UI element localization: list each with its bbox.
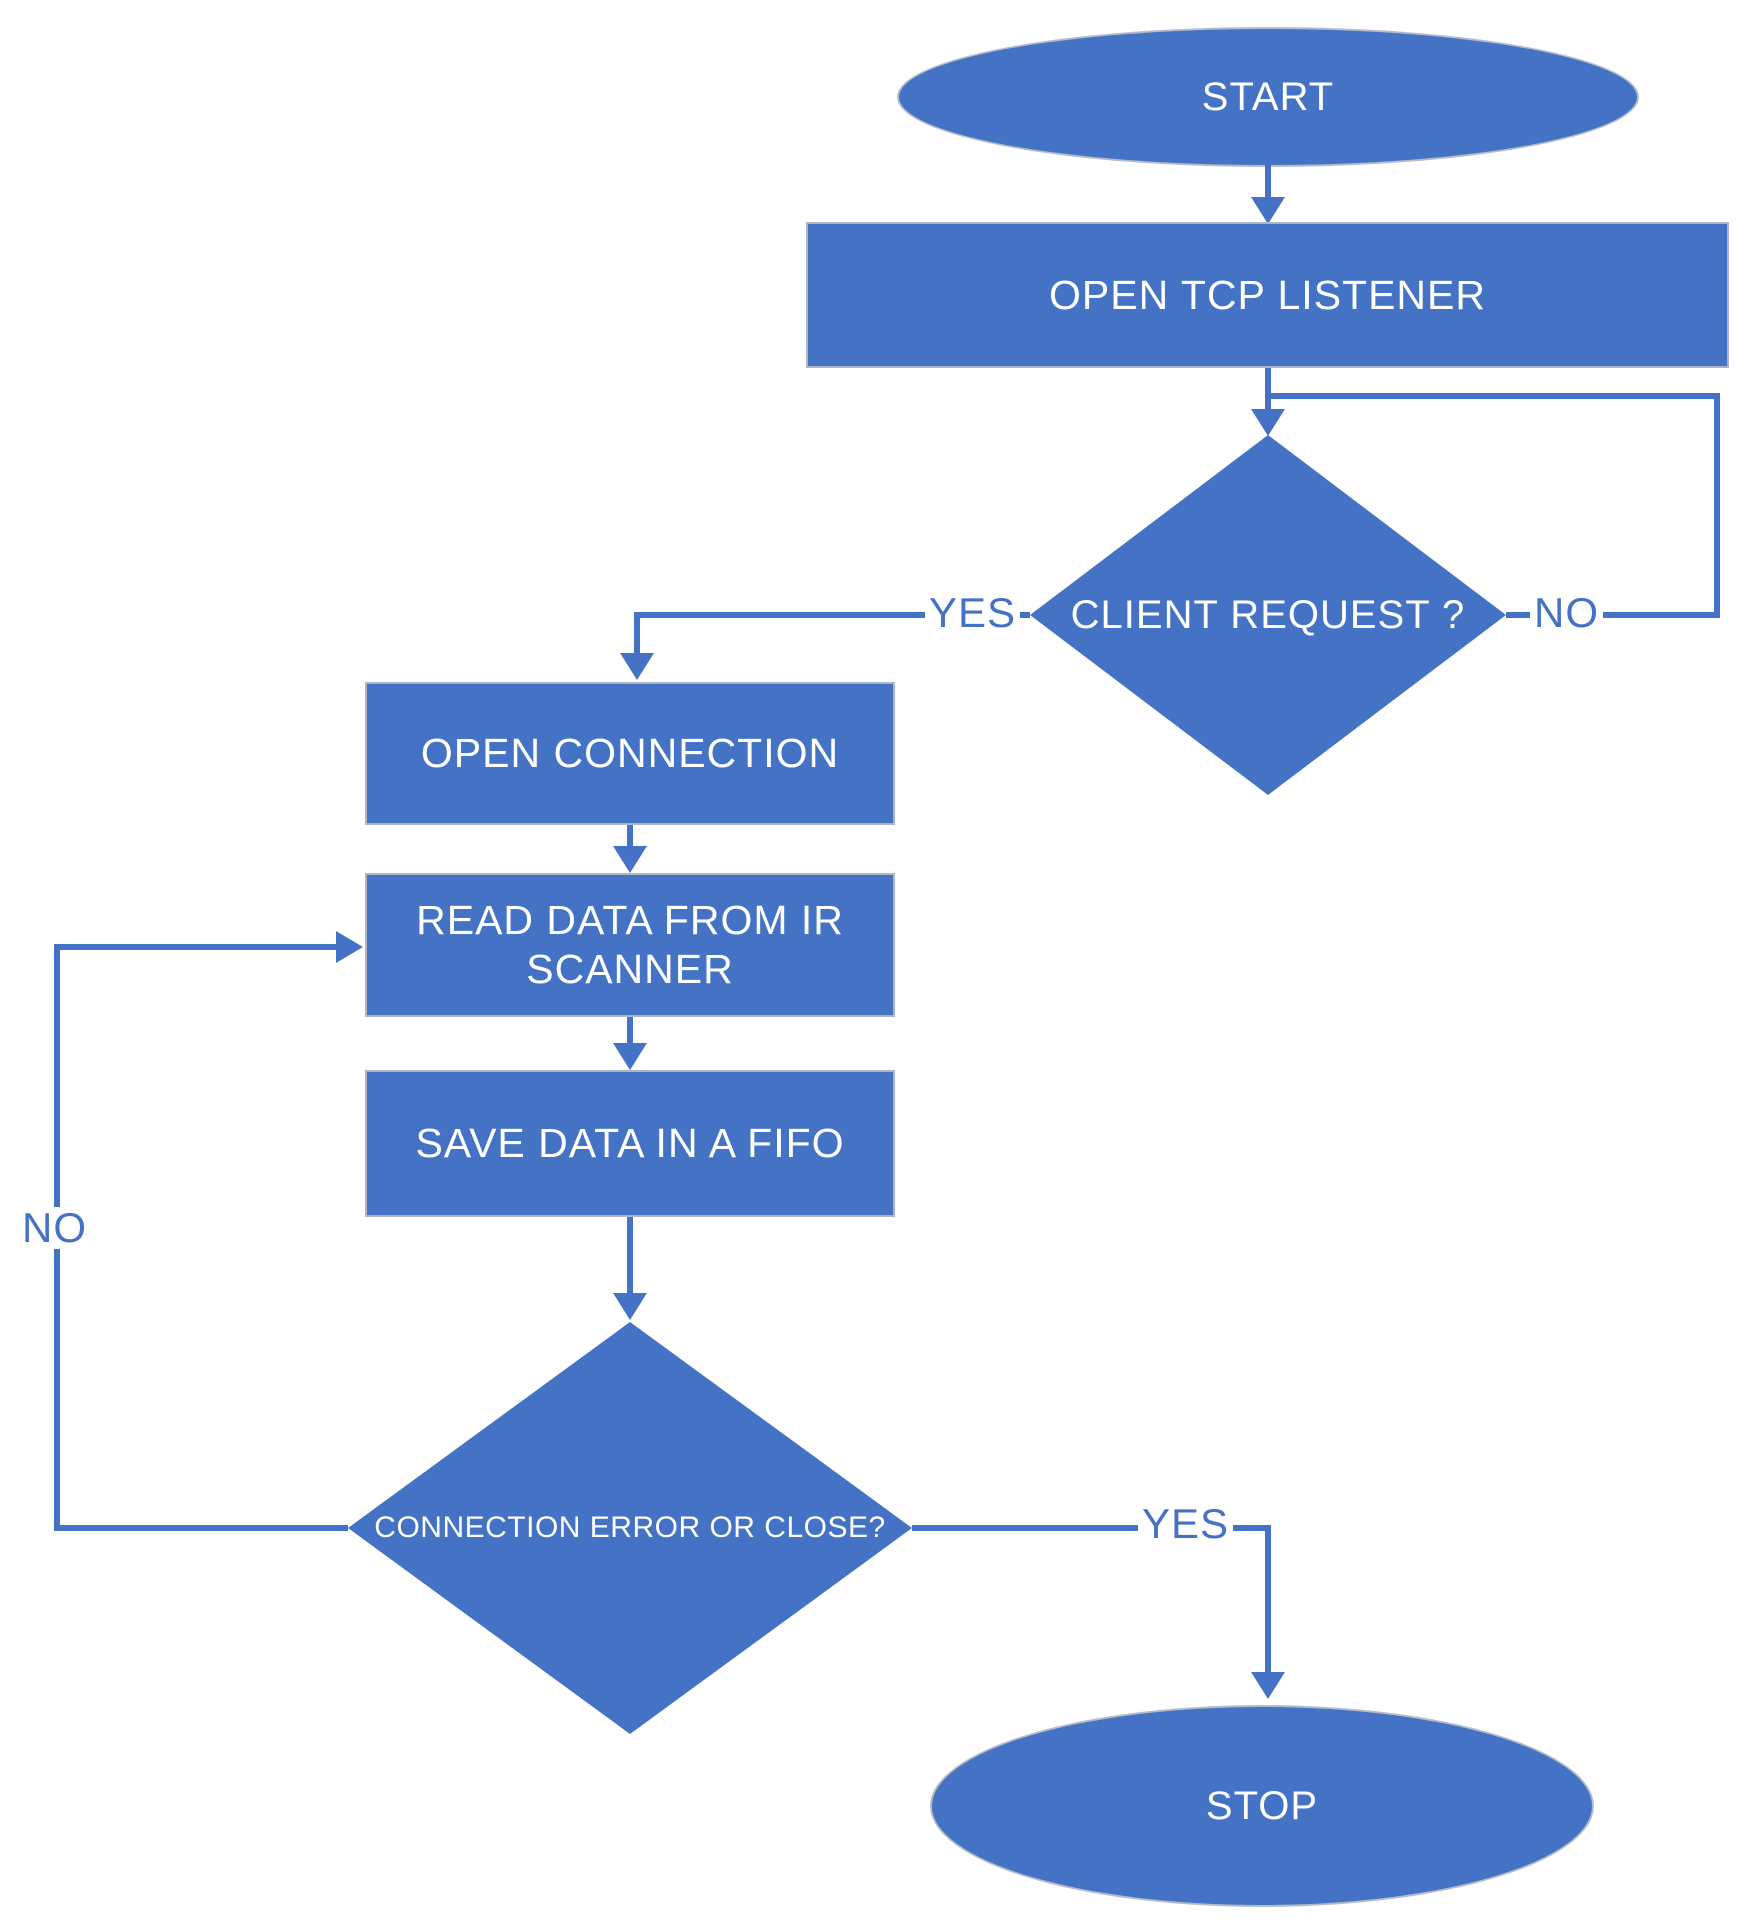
- process-open-tcp-listener-label: OPEN TCP LISTENER: [1049, 271, 1486, 318]
- stop-node: STOP: [930, 1705, 1594, 1907]
- start-node-label: START: [1201, 74, 1335, 119]
- process-open-tcp-listener: OPEN TCP LISTENER: [806, 222, 1729, 368]
- edge-error-yes-line-h: [912, 1525, 1271, 1531]
- edge-error-no-line-h: [57, 1525, 348, 1531]
- edge-listener-to-request-line: [1265, 368, 1271, 414]
- edge-label-no-client-request: NO: [1530, 592, 1603, 634]
- stop-node-label: STOP: [1205, 1783, 1319, 1828]
- edge-listener-to-request-arrowhead-icon: [1251, 409, 1285, 436]
- decision-client-request: CLIENT REQUEST ?: [1030, 435, 1506, 795]
- edge-read-to-save-arrowhead-icon: [613, 1043, 647, 1070]
- start-node: START: [897, 27, 1639, 167]
- decision-client-request-label: CLIENT REQUEST ?: [1070, 592, 1466, 637]
- edge-request-yes-line-v: [634, 612, 640, 656]
- decision-connection-error-label: CONNECTION ERROR OR CLOSE?: [374, 1511, 886, 1544]
- process-open-connection: OPEN CONNECTION: [365, 682, 895, 825]
- process-read-data: READ DATA FROM IR SCANNER: [365, 873, 895, 1017]
- edge-request-no-line-h: [1506, 612, 1720, 618]
- edge-error-yes-arrowhead-icon: [1251, 1672, 1285, 1699]
- edge-error-yes-line-v: [1265, 1525, 1271, 1675]
- decision-connection-error: CONNECTION ERROR OR CLOSE?: [348, 1322, 912, 1734]
- edge-start-to-listener-arrowhead-icon: [1251, 197, 1285, 224]
- edge-save-to-error-arrowhead-icon: [613, 1293, 647, 1320]
- edge-error-no-arrowhead-icon: [336, 931, 363, 963]
- edge-save-to-error-line: [627, 1217, 633, 1295]
- edge-start-to-listener-line: [1265, 165, 1271, 201]
- edge-label-no-connection-error: NO: [18, 1207, 91, 1249]
- edge-request-no-line-v: [1714, 393, 1720, 618]
- edge-request-yes-arrowhead-icon: [620, 653, 654, 680]
- process-open-connection-label: OPEN CONNECTION: [420, 730, 840, 776]
- edge-error-no-return-line: [54, 944, 338, 950]
- edge-read-to-save-line: [627, 1017, 633, 1045]
- edge-request-yes-line-h: [637, 612, 1030, 618]
- edge-connection-to-read-line: [627, 825, 633, 849]
- process-read-data-label: READ DATA FROM IR SCANNER: [416, 896, 844, 992]
- edge-connection-to-read-arrowhead-icon: [613, 846, 647, 873]
- edge-label-yes-client-request: YES: [925, 592, 1021, 634]
- process-save-data: SAVE DATA IN A FIFO: [365, 1070, 895, 1217]
- edge-request-no-return-line: [1271, 393, 1720, 399]
- edge-label-yes-connection-error: YES: [1138, 1503, 1234, 1545]
- process-save-data-label: SAVE DATA IN A FIFO: [415, 1120, 845, 1166]
